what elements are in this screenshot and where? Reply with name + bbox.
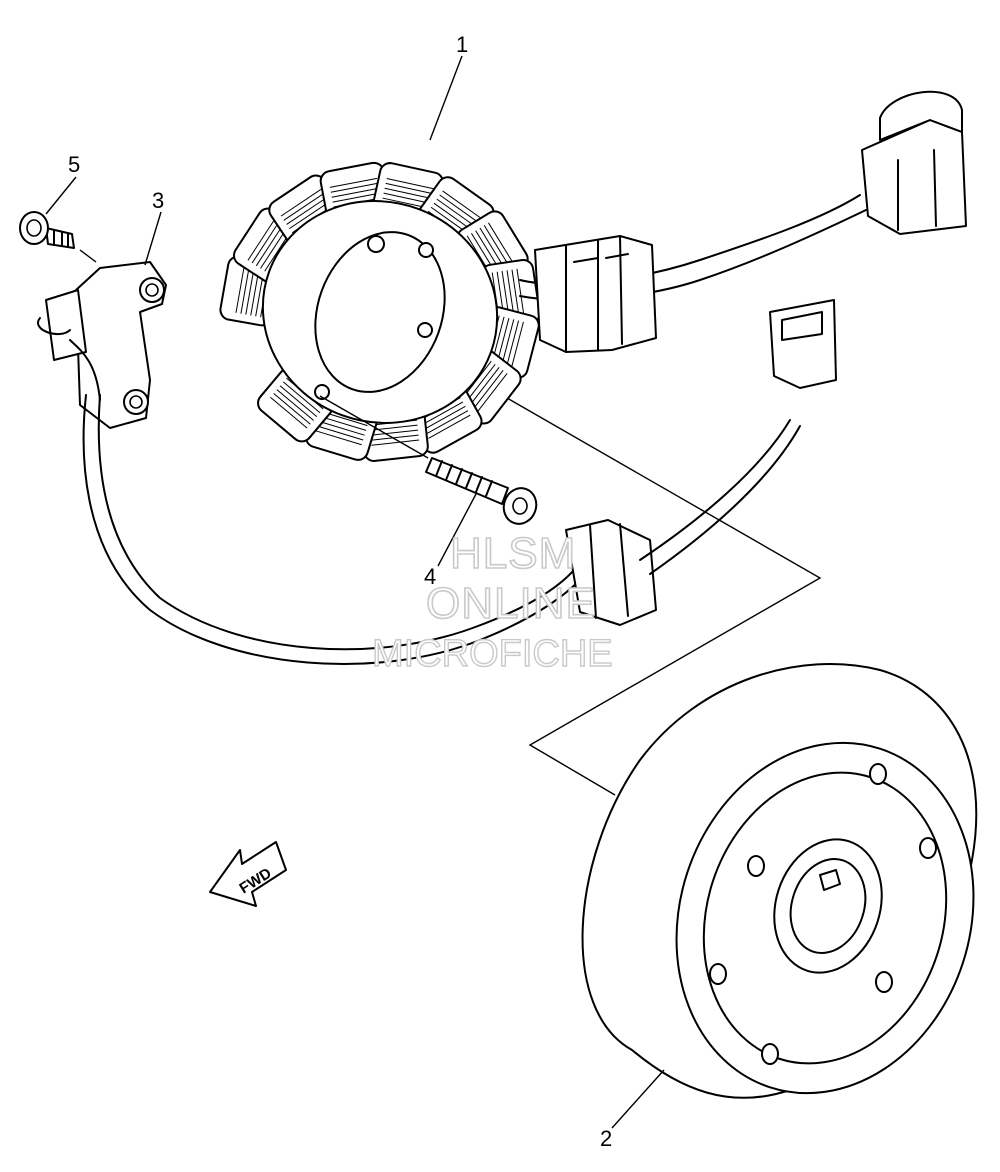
stator-assembly <box>219 161 541 462</box>
stator-bore <box>314 231 446 393</box>
leader-lines <box>45 55 665 1129</box>
watermark-line-2: ONLINE <box>426 579 596 628</box>
bolt-part-5 <box>19 211 97 263</box>
stator-mount-hole <box>367 235 385 253</box>
stator-mount-hole <box>418 242 434 258</box>
flywheel-rotor <box>581 663 978 1099</box>
stator-harness <box>519 90 967 353</box>
pickup-coil-harness <box>82 299 837 665</box>
callout-part-4: 4 <box>424 564 436 589</box>
stator-mount-hole <box>314 384 330 400</box>
watermark: HLSM ONLINE MICROFICHE <box>371 528 613 676</box>
watermark-line-1: HLSM <box>450 529 576 578</box>
stator-coils <box>219 161 541 462</box>
sensor-connector <box>769 299 837 389</box>
callout-part-5: 5 <box>68 152 80 177</box>
fwd-arrow-icon: FWD <box>209 841 287 907</box>
pickup-connector <box>565 519 657 626</box>
callout-part-2: 2 <box>600 1126 612 1151</box>
stator-mount-hole <box>417 322 433 338</box>
callout-part-3: 3 <box>152 188 164 213</box>
pickup-coil <box>37 261 167 429</box>
stator-connector-lower <box>534 235 657 353</box>
bolt-part-4 <box>319 395 538 525</box>
callout-part-1: 1 <box>456 32 468 57</box>
stator-flywheel-reference-line <box>379 324 822 796</box>
flywheel-bolt-holes <box>709 763 937 1065</box>
watermark-line-3: MICROFICHE <box>372 633 613 675</box>
stator-connector-upper <box>861 119 967 235</box>
